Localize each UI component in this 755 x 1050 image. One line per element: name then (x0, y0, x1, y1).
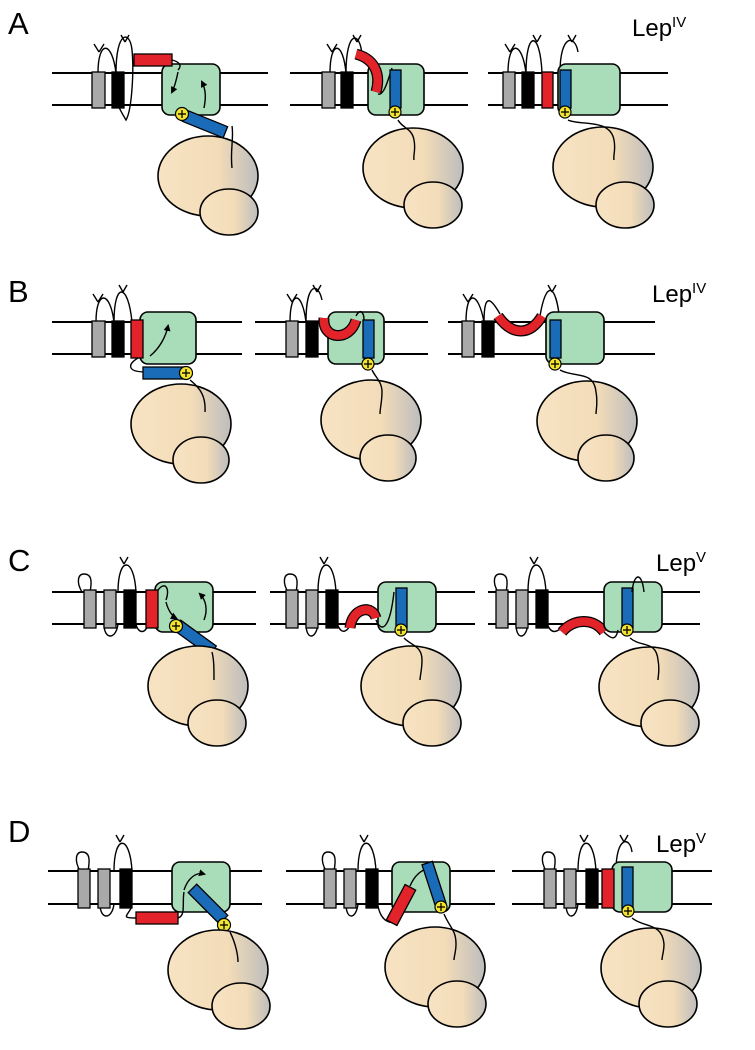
panel-letter: A (8, 6, 29, 41)
stage-3 (512, 834, 712, 1028)
stage-1 (52, 34, 268, 236)
red-tm-segment (133, 53, 173, 67)
stage-1 (52, 556, 256, 747)
construct-label: LepIV (632, 14, 686, 42)
stage-1 (48, 834, 271, 1030)
panel-letter: B (8, 274, 29, 309)
construct-label: LepV (656, 830, 706, 858)
stage-3 (488, 556, 700, 747)
panel-b: B LepIV (8, 274, 706, 484)
panel-letter: C (8, 543, 30, 578)
stage-2 (290, 34, 468, 229)
stage-1 (52, 284, 242, 484)
panel-a: A LepIV (8, 6, 686, 236)
construct-label: LepV (656, 549, 706, 577)
ribosome-small-subunit (199, 188, 259, 236)
stage-2 (286, 834, 495, 1028)
stage-3 (488, 34, 668, 229)
panel-letter: D (8, 814, 30, 849)
panel-d: D LepV (8, 814, 712, 1030)
panel-c: C LepV (8, 543, 706, 747)
construct-label: LepIV (652, 280, 706, 308)
stage-2 (270, 556, 475, 747)
stage-2 (255, 284, 428, 482)
translocon (161, 63, 221, 116)
stage-3 (448, 284, 655, 482)
